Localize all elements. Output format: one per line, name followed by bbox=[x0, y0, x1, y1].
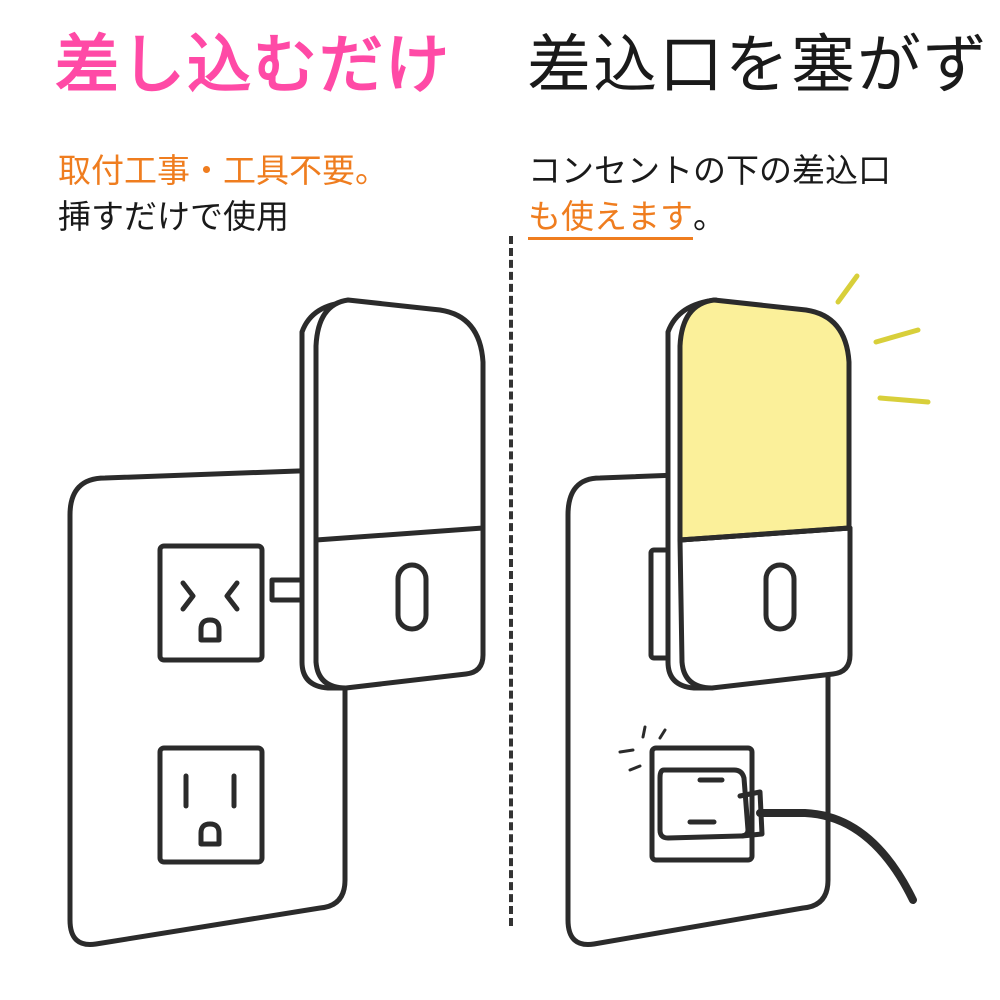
left-lower-outlet-icon bbox=[157, 745, 265, 865]
left-description: 取付工事・工具不要。 挿すだけで使用 bbox=[58, 148, 388, 240]
left-desc-line2: 挿すだけで使用 bbox=[58, 197, 289, 236]
left-upper-outlet-icon bbox=[157, 543, 265, 663]
right-description: コンセントの下の差込口 も使えます。 bbox=[528, 148, 891, 240]
left-desc-line1: 取付工事・工具不要。 bbox=[58, 151, 388, 190]
right-night-light-icon bbox=[648, 297, 853, 691]
power-plug-icon bbox=[657, 767, 751, 841]
left-heading: 差し込むだけ bbox=[55, 29, 451, 103]
dashed-divider bbox=[509, 236, 513, 926]
left-night-light-icon bbox=[269, 297, 486, 691]
right-desc-line2: も使えます。 bbox=[528, 194, 891, 240]
right-desc-highlight: も使えます bbox=[528, 197, 693, 240]
right-desc-line1: コンセントの下の差込口 bbox=[528, 151, 891, 190]
right-heading: 差込口を塞がず bbox=[527, 29, 989, 103]
right-desc-period: 。 bbox=[693, 197, 726, 236]
right-panel: 差込口を塞がず コンセントの下の差込口 も使えます。 bbox=[500, 0, 1000, 1000]
power-cord-icon bbox=[737, 789, 917, 904]
insert-spark-icon bbox=[618, 725, 667, 772]
light-rays-icon bbox=[835, 273, 931, 405]
left-panel: 差し込むだけ 取付工事・工具不要。 挿すだけで使用 bbox=[55, 29, 451, 240]
